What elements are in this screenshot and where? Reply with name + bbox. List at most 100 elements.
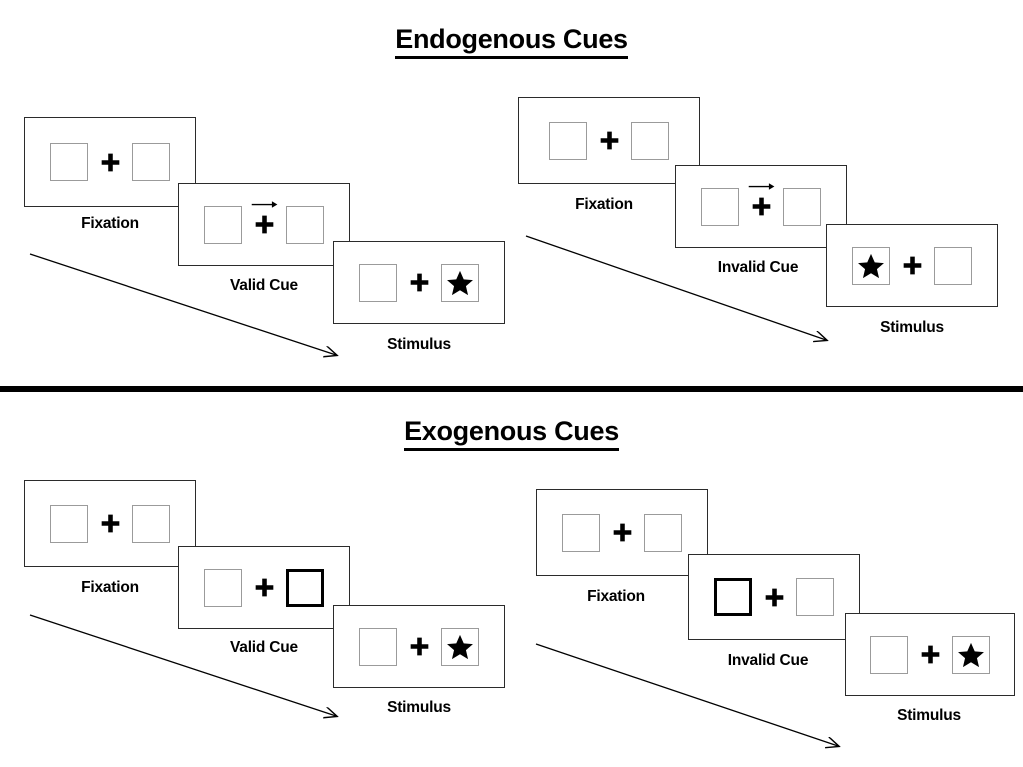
right-placeholder-box <box>441 263 479 302</box>
fixation-cross-slot <box>600 523 644 542</box>
frame-content <box>549 121 669 160</box>
cue-arrow-right-icon <box>251 201 278 208</box>
fixation-cross-icon <box>600 131 618 150</box>
fixation-cross-slot <box>88 153 132 172</box>
fixation-cross-icon <box>410 637 428 656</box>
frame-content <box>204 568 324 607</box>
left-placeholder-box <box>50 504 88 543</box>
trial-frame-fixation[interactable] <box>536 489 708 576</box>
frame-label-stimulus: Stimulus <box>880 319 944 336</box>
left-placeholder-box <box>701 187 739 226</box>
trial-frame-stimulus[interactable] <box>845 613 1015 696</box>
left-placeholder-box <box>562 513 600 552</box>
frame-label-fixation: Fixation <box>575 196 633 213</box>
frame-content <box>50 143 170 181</box>
trial-frame-stimulus[interactable] <box>333 241 505 324</box>
left-placeholder-box <box>359 263 397 302</box>
trial-frame-stimulus[interactable] <box>333 605 505 688</box>
right-cued-box <box>286 568 324 607</box>
frame-content <box>50 504 170 543</box>
frame-content <box>562 513 682 552</box>
fixation-cross-slot <box>397 273 441 292</box>
trial-frame-invalid-cue[interactable] <box>688 554 860 640</box>
fixation-cross-slot <box>397 637 441 656</box>
frame-label-stimulus: Stimulus <box>897 707 961 724</box>
fixation-cross-icon <box>765 588 783 606</box>
fixation-cross-slot <box>739 183 783 216</box>
target-star-icon <box>447 270 473 295</box>
section-exogenous: Exogenous Cues Fixation <box>0 394 1023 767</box>
frame-content <box>359 627 479 666</box>
fixation-cross-slot <box>242 201 286 234</box>
target-star-icon <box>958 642 984 667</box>
section-divider <box>0 386 1023 392</box>
left-placeholder-box <box>204 205 242 244</box>
fixation-cross-slot <box>587 131 631 150</box>
right-placeholder-box <box>934 246 972 285</box>
frame-label-fixation: Fixation <box>81 579 139 596</box>
fixation-cross-icon <box>101 153 119 171</box>
left-placeholder-box <box>359 627 397 666</box>
right-placeholder-box <box>952 635 990 674</box>
section-endogenous: Endogenous Cues Fixation <box>0 24 1023 388</box>
right-placeholder-box <box>132 504 170 543</box>
right-placeholder-box <box>441 627 479 666</box>
fixation-cross-slot <box>890 256 934 275</box>
frame-label-valid-cue: Valid Cue <box>230 277 298 294</box>
fixation-cross-slot <box>908 645 952 664</box>
frame-label-valid-cue: Valid Cue <box>230 639 298 656</box>
section-title-exogenous-text: Exogenous Cues <box>404 416 619 451</box>
right-placeholder-box <box>132 143 170 181</box>
fixation-cross-icon <box>921 645 939 664</box>
fixation-cross-icon <box>752 197 770 216</box>
frame-label-stimulus: Stimulus <box>387 336 451 353</box>
frame-label-fixation: Fixation <box>81 215 139 232</box>
fixation-cross-slot <box>242 578 286 597</box>
right-placeholder-box <box>644 513 682 552</box>
right-placeholder-box <box>631 121 669 160</box>
trial-frame-stimulus[interactable] <box>826 224 998 307</box>
exogenous-valid-time-arrow <box>29 614 360 731</box>
frame-content <box>714 578 834 616</box>
cue-arrow-right-icon <box>748 183 775 190</box>
right-placeholder-box <box>783 187 821 226</box>
section-title-endogenous-text: Endogenous Cues <box>395 24 628 59</box>
left-placeholder-box <box>852 246 890 285</box>
trial-frame-invalid-cue[interactable] <box>675 165 847 248</box>
frame-content <box>852 246 972 285</box>
left-placeholder-box <box>549 121 587 160</box>
target-star-icon <box>447 634 473 659</box>
frame-content <box>701 183 821 226</box>
frame-label-fixation: Fixation <box>587 588 645 605</box>
section-title-endogenous: Endogenous Cues <box>0 24 1023 59</box>
exogenous-invalid-time-arrow <box>535 643 870 764</box>
frame-label-invalid-cue: Invalid Cue <box>717 259 799 276</box>
right-placeholder-box <box>796 578 834 616</box>
frame-content <box>359 263 479 302</box>
frame-content <box>204 201 324 244</box>
frame-label-invalid-cue: Invalid Cue <box>727 652 809 669</box>
endogenous-invalid-time-arrow <box>525 235 850 352</box>
trial-frame-fixation[interactable] <box>24 480 196 567</box>
right-placeholder-box <box>286 205 324 244</box>
endogenous-valid-time-arrow <box>29 253 360 370</box>
left-placeholder-box <box>870 635 908 674</box>
trial-frame-valid-cue[interactable] <box>178 183 350 266</box>
fixation-cross-slot <box>752 588 796 607</box>
trial-frame-valid-cue[interactable] <box>178 546 350 629</box>
left-placeholder-box <box>50 143 88 181</box>
trial-frame-fixation[interactable] <box>518 97 700 184</box>
fixation-cross-slot <box>88 514 132 533</box>
fixation-cross-icon <box>613 523 631 542</box>
trial-frame-fixation[interactable] <box>24 117 196 207</box>
fixation-cross-icon <box>255 215 273 234</box>
fixation-cross-icon <box>410 273 428 292</box>
left-cued-box <box>714 578 752 616</box>
left-placeholder-box <box>204 568 242 607</box>
frame-content <box>870 635 990 674</box>
section-title-exogenous: Exogenous Cues <box>0 416 1023 451</box>
frame-label-stimulus: Stimulus <box>387 699 451 716</box>
target-star-icon <box>858 253 884 278</box>
fixation-cross-icon <box>101 514 119 533</box>
fixation-cross-icon <box>903 256 921 275</box>
